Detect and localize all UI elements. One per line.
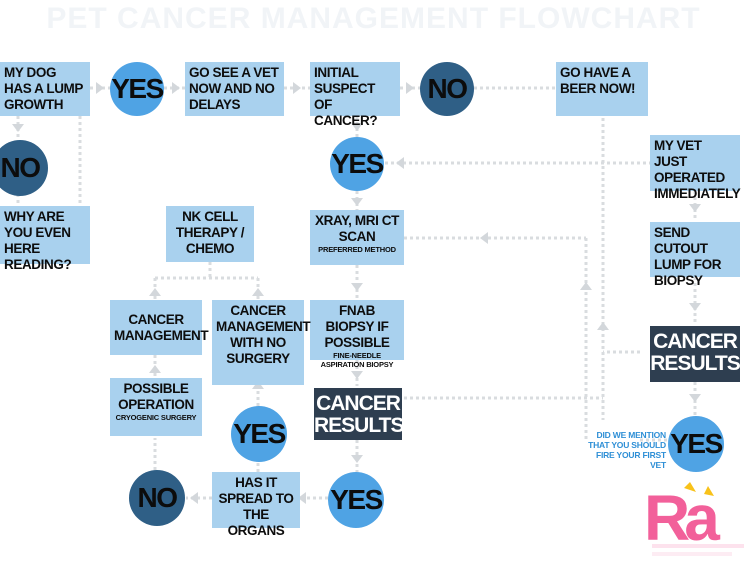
send-cutout-label: SEND CUTOUT LUMP FOR BIOPSY — [654, 225, 722, 288]
cancer-management-box: CANCER MANAGEMENT — [110, 300, 209, 355]
ra-logo-mark: Ra — [644, 482, 744, 556]
beer-label: GO HAVE A BEER NOW! — [560, 65, 636, 96]
nk-cell-box: NK CELL THERAPY / CHEMO — [166, 206, 254, 262]
yes-circle-3: YES — [231, 406, 287, 462]
spread-label: HAS IT SPREAD TO THE ORGANS — [218, 475, 294, 538]
yes-circle-4: YES — [328, 472, 384, 528]
fnab-sublabel: FINE-NEEDLE ASPIRATION BIOPSY — [320, 351, 394, 369]
why-label: WHY ARE YOU EVEN HERE READING? — [4, 209, 72, 272]
send-cutout-box: SEND CUTOUT LUMP FOR BIOPSY — [650, 222, 740, 288]
possible-operation-sublabel: CRYOGENIC SURGERY — [115, 413, 197, 422]
yes-circle-1: YES — [110, 62, 164, 116]
why-box: WHY ARE YOU EVEN HERE READING? — [0, 206, 90, 272]
cancer-management-no-surgery-box: CANCER MANAGEMENT WITH NO SURGERY — [212, 300, 311, 385]
suspect-box: INITIAL SUSPECT OF CANCER? — [310, 62, 400, 128]
no-circle-1: NO — [420, 62, 474, 116]
no-circle-3: NO — [129, 470, 185, 526]
see-vet-box: GO SEE A VET NOW AND NO DELAYS — [185, 62, 284, 116]
no-circle-2: NO — [0, 140, 48, 196]
suspect-label: INITIAL SUSPECT OF CANCER? — [314, 65, 378, 128]
see-vet-label: GO SEE A VET NOW AND NO DELAYS — [189, 65, 279, 112]
operated-label: MY VET JUST OPERATED IMMEDIATELY — [654, 138, 741, 201]
cancer-results-right: CANCER RESULTS — [650, 326, 741, 382]
spread-box: HAS IT SPREAD TO THE ORGANS — [212, 472, 300, 538]
cancer-results-left: CANCER RESULTS — [314, 388, 404, 440]
possible-operation-label: POSSIBLE OPERATION — [118, 381, 194, 412]
yes-circle-2: YES — [330, 137, 384, 191]
nk-cell-label: NK CELL THERAPY / CHEMO — [175, 209, 245, 256]
xray-label: XRAY, MRI CT SCAN — [315, 213, 399, 244]
beer-box: GO HAVE A BEER NOW! — [556, 62, 648, 116]
fire-vet-note: DID WE MENTION THAT YOU SHOULD FIRE YOUR… — [588, 430, 666, 470]
xray-sublabel: PREFERRED METHOD — [318, 245, 396, 254]
operated-box: MY VET JUST OPERATED IMMEDIATELY — [650, 135, 741, 201]
lump-label: MY DOG HAS A LUMP GROWTH — [4, 65, 83, 112]
lump-box: MY DOG HAS A LUMP GROWTH — [0, 62, 90, 116]
cancer-management-label: CANCER MANAGEMENT — [114, 312, 209, 343]
ra-logo-text: Ra — [644, 482, 720, 554]
yes-circle-5: YES — [668, 416, 724, 472]
fnab-label: FNAB BIOPSY IF POSSIBLE — [324, 303, 390, 350]
chart-title: PET CANCER MANAGEMENT FLOWCHART — [46, 2, 701, 35]
ra-logo: Ra — [644, 482, 747, 570]
cancer-management-no-surgery-label: CANCER MANAGEMENT WITH NO SURGERY — [216, 303, 311, 366]
